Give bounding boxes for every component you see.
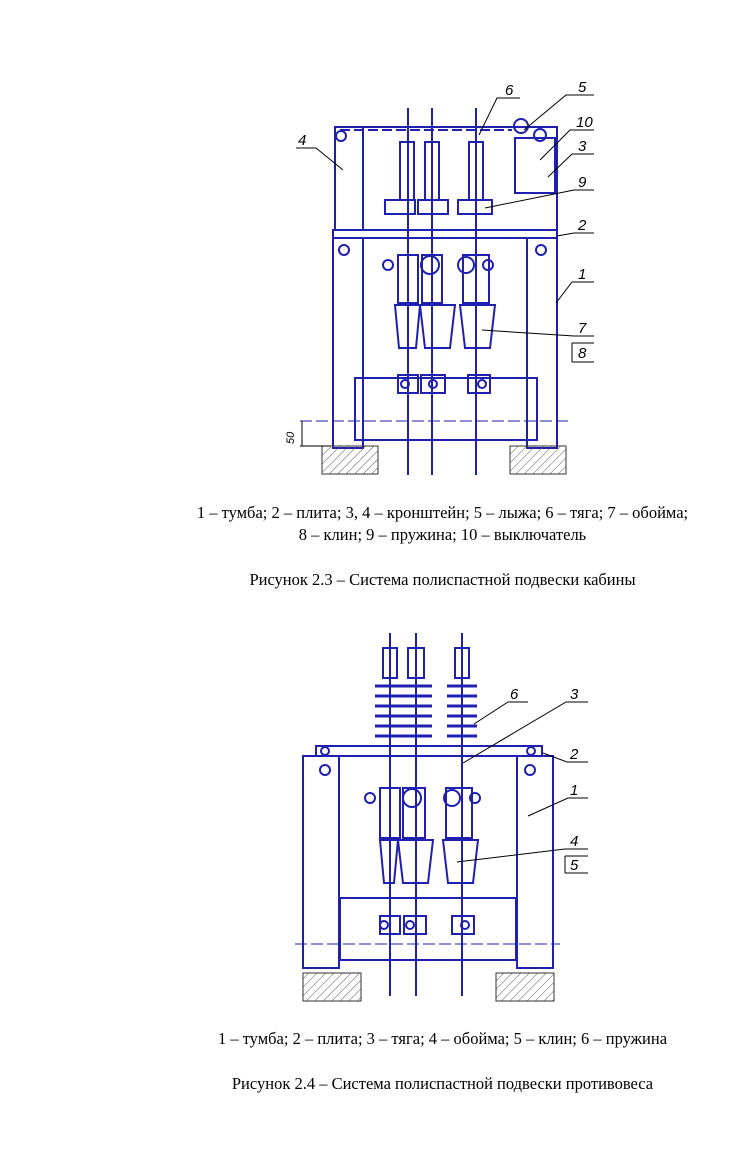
callout-2: 2 [569,746,579,763]
stand-left-shape [332,237,364,449]
base-right-hatched [495,972,555,1002]
figure-2-4-title: Рисунок 2.4 – Система полиспастной подве… [231,1074,654,1093]
counterweight-suspension-assembly [302,633,554,996]
legend-line: 8 – клин; 9 – пружина; 10 – выключатель [298,525,587,544]
callout-5: 5 [578,79,587,96]
callout-8: 8 [578,345,587,362]
base-left-hatched [321,445,379,475]
callout-6: 6 [505,82,514,99]
base-left-hatched [302,972,362,1002]
plate-2-shape [332,229,558,239]
stand-right-shape [516,755,554,969]
bracket-4-shape [334,126,364,231]
stand-left-shape [302,755,340,969]
callout-leaders [296,94,594,363]
bolt-icon [335,130,347,142]
figure-2-3-legend: 1 – тумба; 2 – плита; 3, 4 – кронштейн; … [0,502,755,546]
callout-5: 5 [570,857,579,874]
callout-leaders [456,701,588,874]
callout-9: 9 [578,174,587,191]
callout-1: 1 [570,782,578,799]
figure-2-4-drawing: 1 2 3 4 5 6 [295,633,588,1002]
callout-2: 2 [577,217,587,234]
callout-7: 7 [578,320,587,337]
clamp-7-shape [393,304,422,349]
switch-10-shape [514,137,556,194]
stand-right-shape [526,237,558,449]
callout-1: 1 [578,266,586,283]
clamp-4-shape [396,839,435,884]
callout-10: 10 [576,114,593,131]
callout-3: 3 [578,138,587,155]
bolt-icon [338,244,350,256]
callout-6: 6 [510,686,519,703]
legend-line: 1 – тумба; 2 – плита; 3, 4 – кронштейн; … [196,503,689,522]
figure-2-3-drawing: 50 1 2 3 4 5 6 7 8 9 10 [285,79,594,475]
figure-2-4-legend: 1 – тумба; 2 – плита; 3 – тяга; 4 – обой… [217,1029,668,1048]
plate-2-shape [315,745,543,757]
callout-4: 4 [570,833,578,850]
figure-2-3-title: Рисунок 2.3 – Система полиспастной подве… [249,570,636,589]
bolt-icon [535,244,547,256]
base-right-hatched [509,445,567,475]
ski-roller-icon [513,118,529,134]
callout-4: 4 [298,132,306,149]
callout-3: 3 [570,686,579,703]
spring-6-shape [375,684,477,738]
cabin-suspension-assembly [332,108,558,475]
dimension-label: 50 [285,431,297,444]
